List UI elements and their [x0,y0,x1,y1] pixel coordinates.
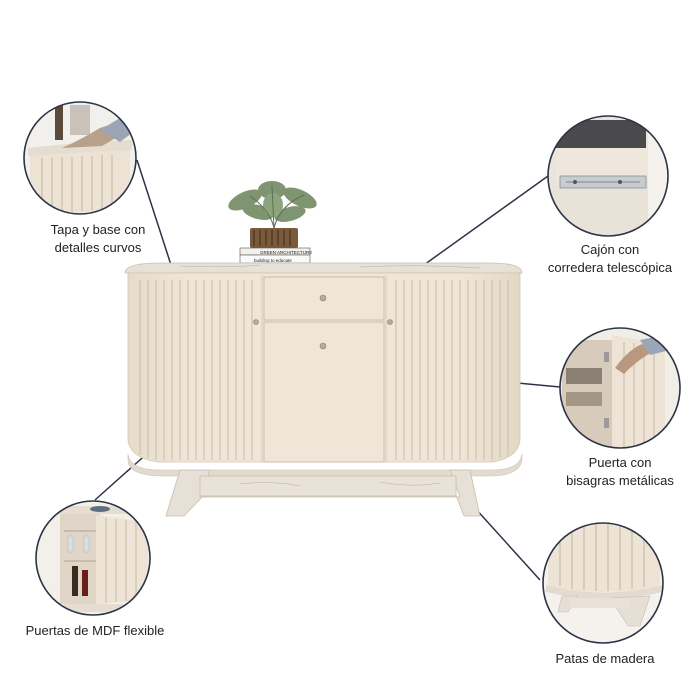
callout-label-line: Cajón con [580,242,640,257]
sideboard-top [124,262,523,274]
sideboard-legs [165,469,481,517]
detail-telescopic-drawer [547,115,669,237]
detail-flexible-mdf-doors [35,500,151,616]
books-decoration: GREEN ARCHITECTURE building to educate [239,247,312,264]
callout-label-telescopic-drawer: Cajón con corredera telescópica [525,241,695,277]
detail-wooden-legs [542,522,664,644]
callout-label-line: bisagras metálicas [566,473,674,488]
callout-label-flexible-mdf: Puertas de MDF flexible [10,622,180,640]
callout-label-line: detalles curvos [54,240,142,255]
callout-label-wooden-legs: Patas de madera [520,650,690,668]
sideboard-base [127,453,523,477]
callout-label-curved-top: Tapa y base con detalles curvos [18,221,178,257]
plant-decoration [228,181,317,248]
callout-label-line: corredera telescópica [547,260,673,275]
detail-metal-hinges [559,327,681,449]
callout-label-line: Puerta con [588,455,652,470]
callout-label-line: Puertas de MDF flexible [25,623,165,638]
sideboard-body [127,272,521,463]
book-title-bottom: building to educate [254,258,292,263]
book-title-top: GREEN ARCHITECTURE [260,250,312,255]
callout-label-line: Patas de madera [555,651,655,666]
detail-curved-top [23,101,137,215]
callout-label-line: Tapa y base con [50,222,146,237]
callout-label-metal-hinges: Puerta con bisagras metálicas [535,454,700,490]
